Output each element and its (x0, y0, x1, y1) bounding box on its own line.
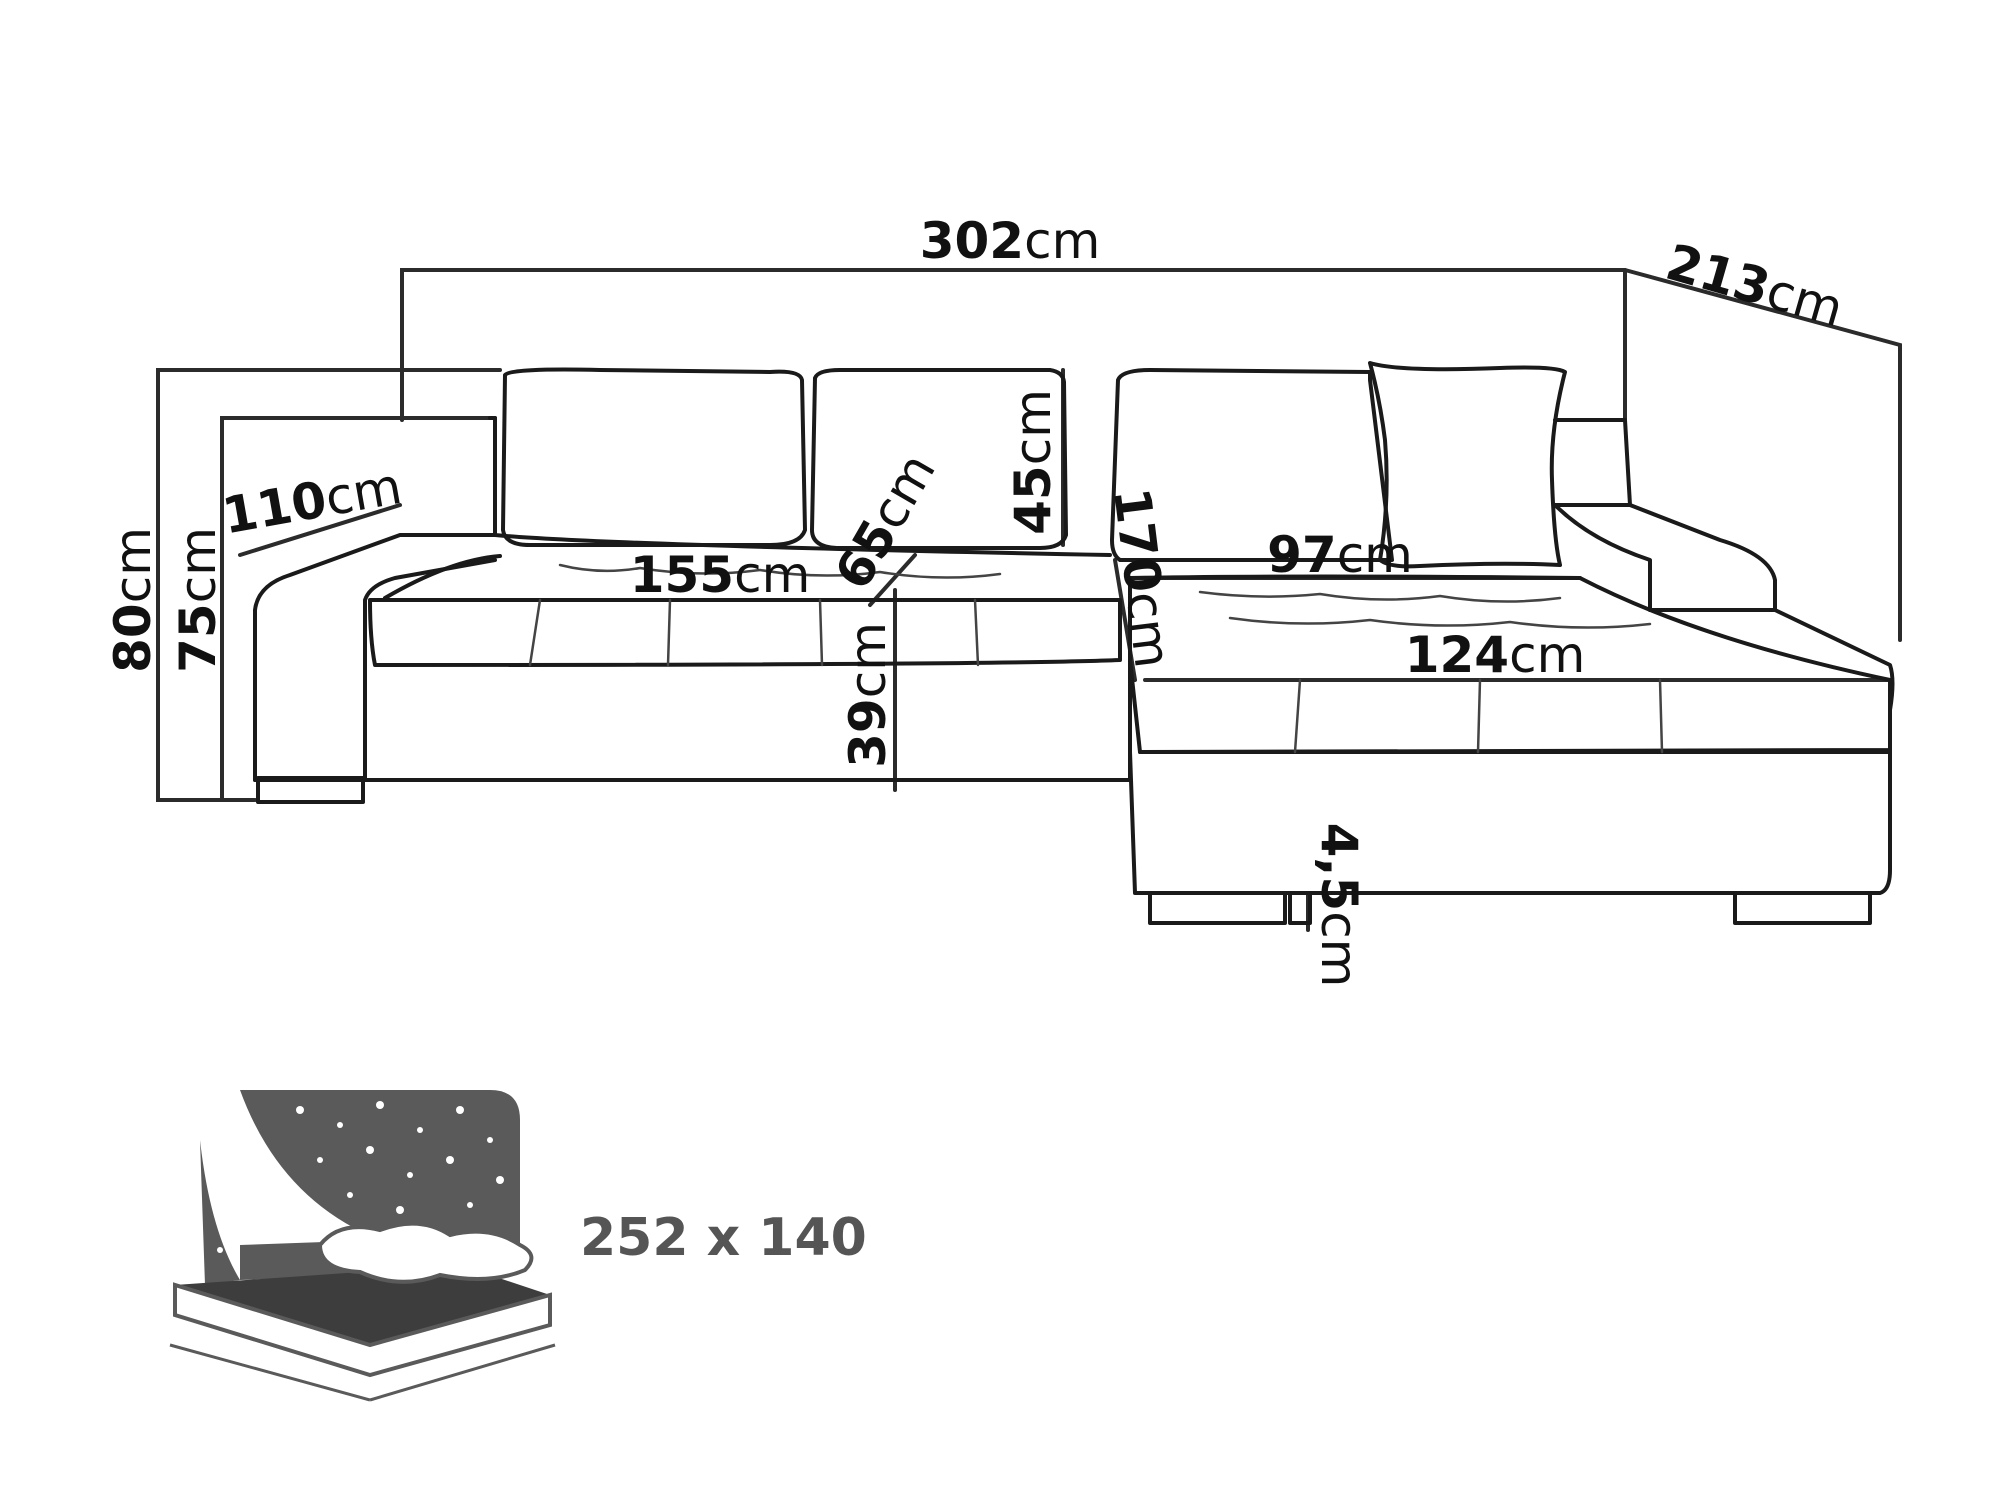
sofa-outline (253, 361, 1895, 925)
back-height-label: 80cm (104, 527, 162, 673)
seat-width-label: 155cm (630, 546, 811, 604)
arm-depth-label: 110cm (218, 457, 406, 545)
cushion-height-label: 45cm (1004, 389, 1062, 535)
arm-height-label: 75cm (169, 527, 227, 673)
seat-height-label: 39cm (839, 622, 897, 768)
chaise-length-label: 170cm (1102, 485, 1182, 671)
seat-depth-label: 65cm (824, 444, 947, 599)
chaise-width-label: 124cm (1405, 626, 1586, 684)
bed-size-label: 252 x 140 (580, 1208, 867, 1268)
chaise-depth-label: 213cm (1660, 233, 1850, 339)
tufting-lines (528, 563, 1664, 754)
leg-height-label: 4,5cm (1310, 823, 1368, 988)
sleep-function-bed-icon (169, 1090, 556, 1402)
chaise-inner-label: 97cm (1267, 526, 1413, 584)
total-width-label: 302cm (920, 212, 1101, 270)
